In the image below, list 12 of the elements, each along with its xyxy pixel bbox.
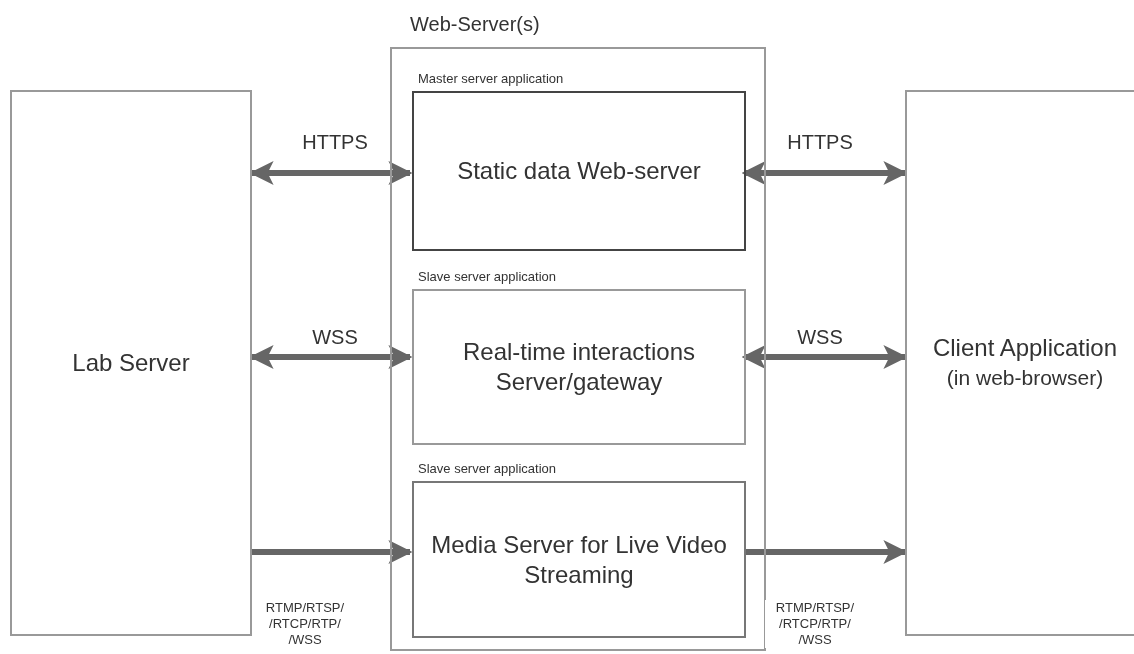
node-label: Lab Server (72, 348, 190, 378)
node-label: Real-time interactions Server/gateway (461, 337, 697, 397)
node-label: Client Application (932, 333, 1118, 363)
node-sublabel: (in web-browser) (946, 365, 1104, 391)
section-heading: Master server application (418, 71, 564, 86)
section-heading: Slave server application (418, 461, 557, 476)
node-label: Media Server for Live Video Streaming (430, 529, 728, 590)
section-heading: Web-Server(s) (410, 13, 540, 36)
node-label: Static data Web-server (457, 156, 701, 186)
server-box (10, 90, 252, 636)
section-heading: Slave server application (418, 269, 557, 284)
server-box (905, 90, 1134, 636)
